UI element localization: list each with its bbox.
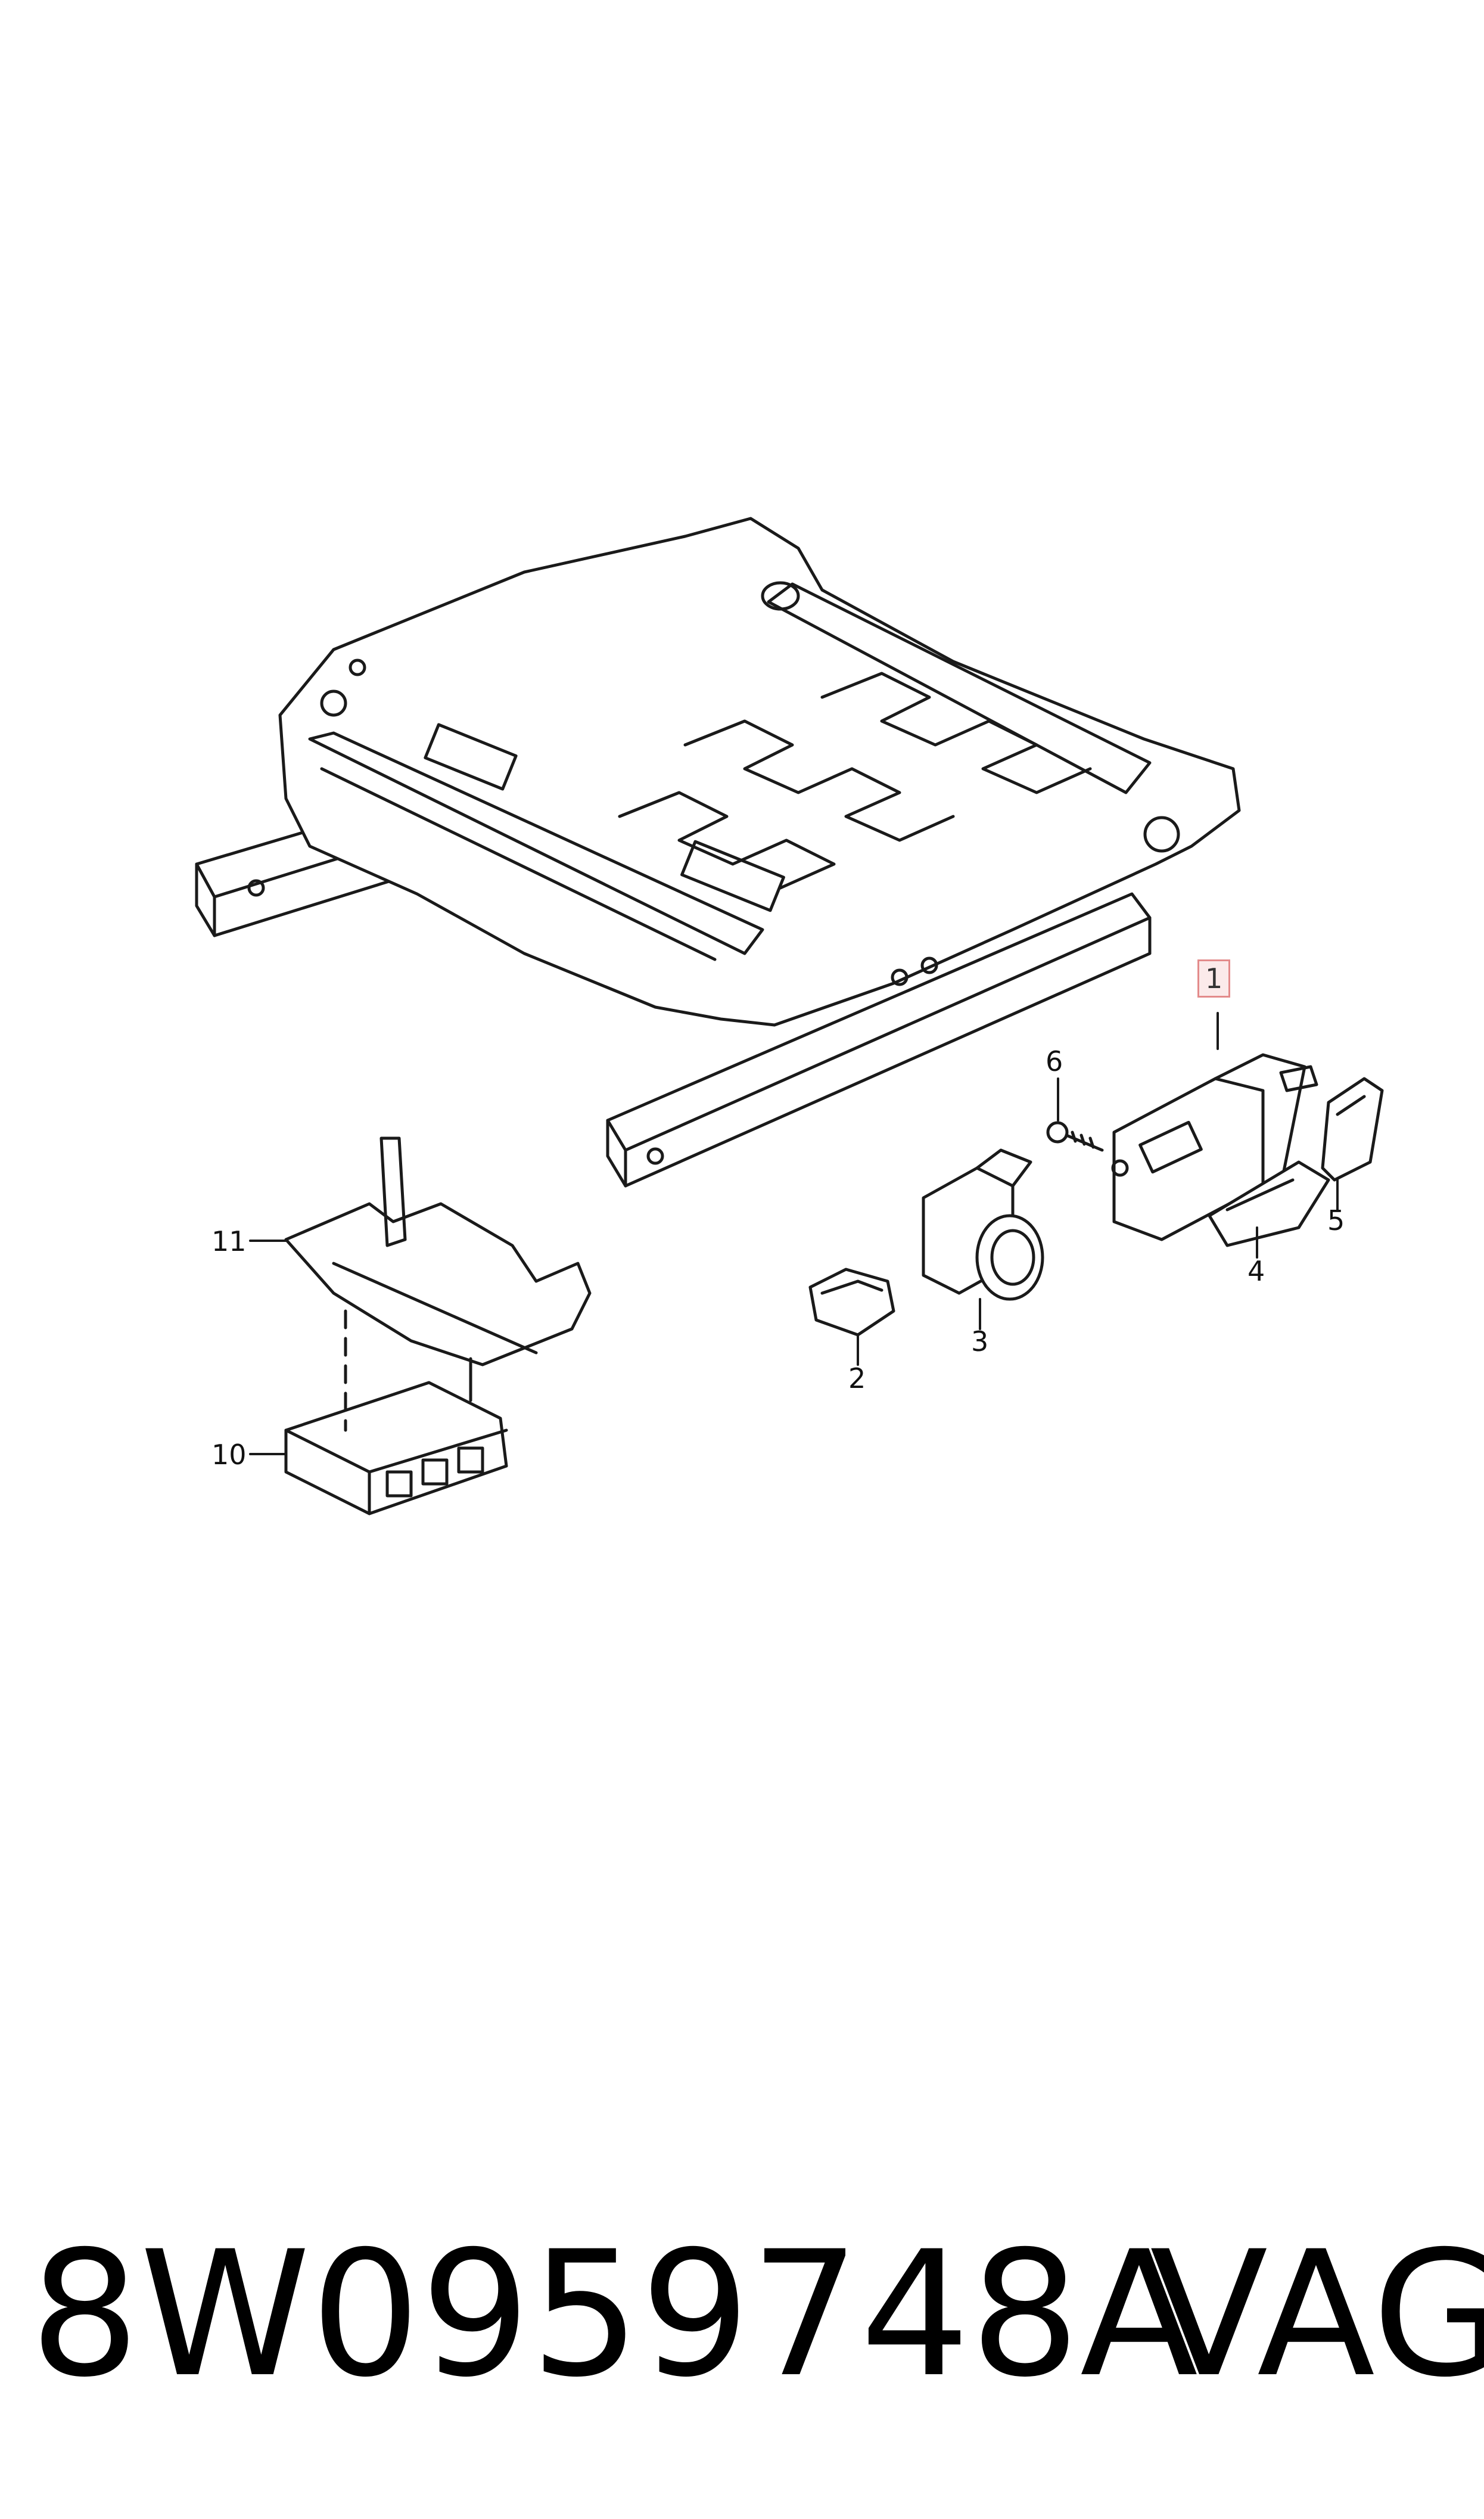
part-10-drawing [284, 1381, 508, 1515]
callout-4: 4 [1247, 1255, 1265, 1287]
callout-1: 1 [1197, 959, 1231, 998]
part-5-drawing [1321, 1077, 1384, 1182]
footer: 8W0959748A VAG [30, 2214, 1484, 2419]
part-2-drawing [808, 1268, 895, 1337]
brand-name: VAG [1150, 2214, 1484, 2415]
part-3-drawing [922, 1148, 1044, 1301]
callout-5: 5 [1327, 1204, 1345, 1237]
callout-2: 2 [848, 1362, 866, 1394]
part-number: 8W0959748A [30, 2214, 1199, 2415]
callout-3: 3 [971, 1325, 989, 1358]
callout-11: 11 [211, 1225, 247, 1257]
callout-10: 10 [211, 1439, 247, 1471]
part-1-drawing [1111, 1053, 1318, 1241]
part-11-drawing [284, 1136, 592, 1366]
parts-diagram [195, 517, 1384, 1515]
callout-6: 6 [1046, 1045, 1063, 1077]
part-6-drawing [1046, 1121, 1104, 1152]
part-4-drawing [1208, 1160, 1330, 1247]
seat-frame [195, 517, 1241, 1188]
